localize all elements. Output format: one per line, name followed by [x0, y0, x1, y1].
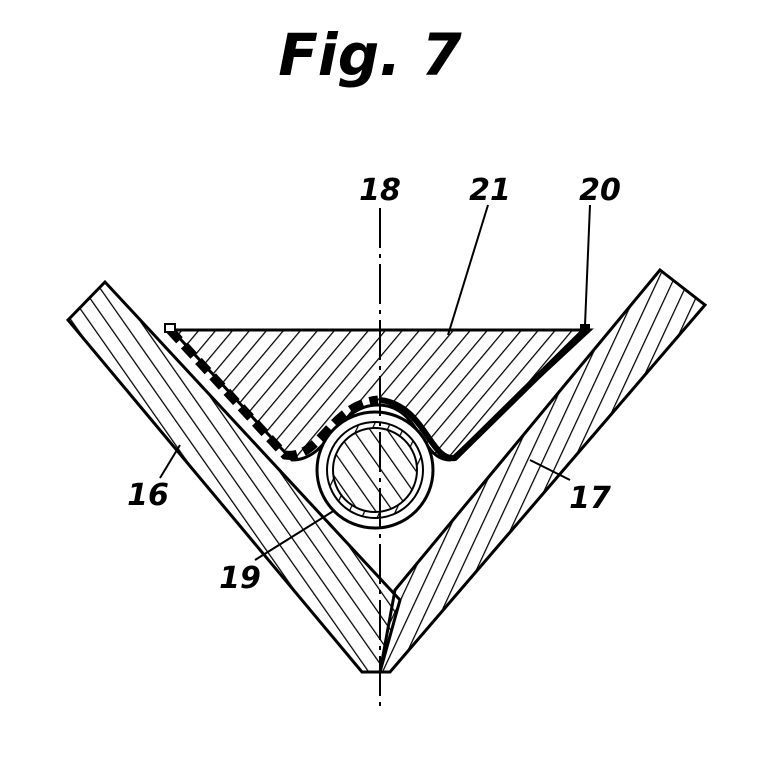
leader-16 — [159, 444, 181, 479]
sealing-strip-left — [166, 326, 379, 460]
label-16: 16 — [127, 478, 169, 513]
label-21: 21 — [469, 173, 511, 208]
figure-title: Fig. 7 — [278, 21, 462, 89]
right-plate-17 — [378, 267, 708, 674]
leader-19 — [254, 509, 336, 561]
label-17: 17 — [569, 481, 611, 516]
label-20: 20 — [579, 173, 621, 208]
leader-17 — [529, 459, 571, 481]
rod-core — [333, 428, 417, 512]
label-18: 18 — [359, 173, 401, 208]
label-19: 19 — [219, 561, 261, 596]
strip-end-right — [580, 324, 590, 332]
leader-21 — [447, 204, 489, 336]
strip-end-left — [164, 323, 176, 333]
leader-20 — [584, 204, 591, 326]
sealing-strip-right-20 — [379, 327, 588, 462]
